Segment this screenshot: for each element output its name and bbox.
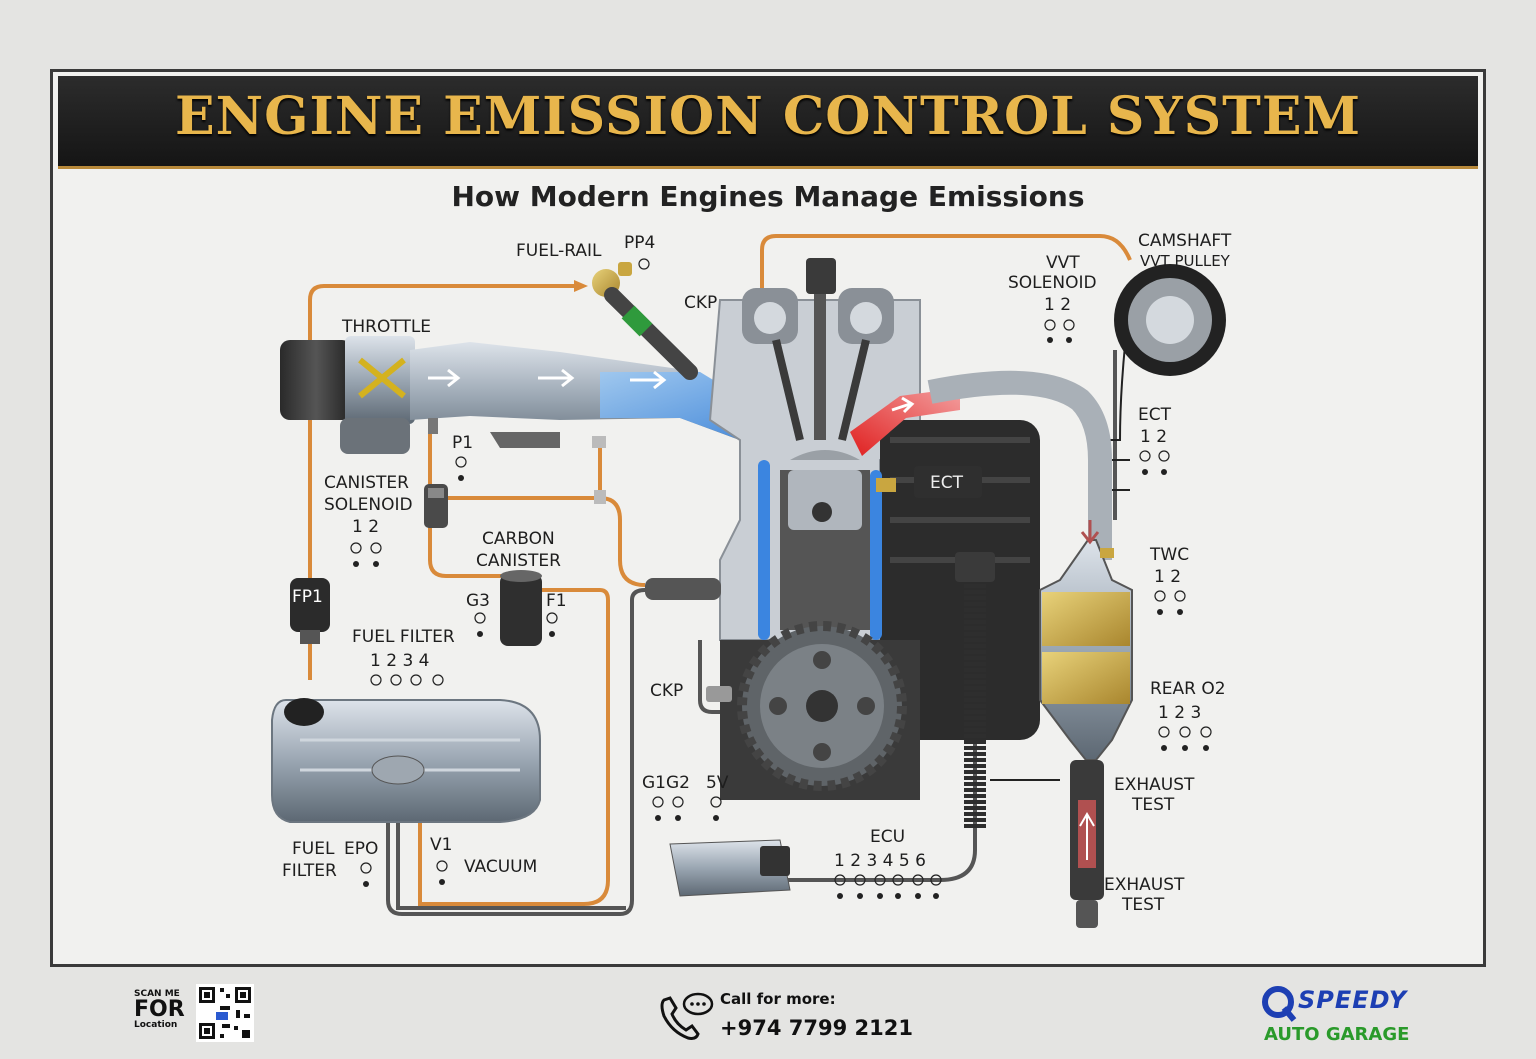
label-canister-solenoid-2: SOLENOID: [324, 495, 413, 515]
call-info: Call for more: +974 7799 2121: [658, 990, 913, 1046]
label-rear-o2: REAR O2: [1150, 679, 1226, 699]
brand-tagline: AUTO GARAGE: [1264, 1024, 1410, 1045]
label-fuel-filter: FUEL FILTER: [352, 627, 455, 647]
label-vvt-1: VVT: [1046, 253, 1080, 273]
qr-code-icon[interactable]: [196, 984, 254, 1042]
cylinder-head: [742, 258, 894, 441]
label-ckp-bottom: CKP: [650, 681, 683, 701]
label-fuel-rail: FUEL-RAIL: [516, 241, 602, 261]
vacuum-lines: [386, 350, 1117, 916]
brand-q-icon: [1262, 986, 1297, 1022]
ect-engine-sensor: [876, 466, 982, 498]
hose-tee: [955, 552, 995, 582]
canister-solenoid: [424, 484, 448, 528]
flow-arrow: [574, 280, 588, 292]
label-rear-o2-pins: 1 2 3: [1158, 703, 1201, 723]
crank-gear: [737, 621, 907, 791]
label-ckp-top: CKP: [684, 293, 717, 313]
page-subtitle: How Modern Engines Manage Emissions: [451, 180, 1085, 213]
qr-location-text: Location: [134, 1020, 178, 1030]
fuel-tank: [271, 698, 541, 823]
ecu-module: [669, 839, 791, 897]
qr-for-text: FOR: [134, 997, 185, 1022]
label-ect-right: ECT: [1138, 405, 1172, 425]
page-title: ENGINE EMISSION CONTROL SYSTEM: [174, 86, 1362, 147]
label-vacuum: VACUUM: [464, 857, 537, 877]
catalytic-converter: [1039, 520, 1133, 928]
exhaust-manifold: [927, 370, 1112, 560]
label-exhaust-test-mid-1: EXHAUST: [1114, 775, 1195, 795]
label-twc-pins: 1 2: [1154, 567, 1181, 587]
brand-logo: SPEEDY AUTO GARAGE: [1260, 984, 1420, 1046]
vacuum-connector: [645, 578, 721, 600]
label-ect-engine: ECT: [930, 473, 964, 493]
label-f1: F1: [546, 591, 567, 611]
phone-number[interactable]: +974 7799 2121: [720, 1016, 913, 1040]
phone-chat-icon: [660, 992, 714, 1040]
label-ect-right-pins: 1 2: [1140, 427, 1167, 447]
label-canister-pins: 1 2: [352, 517, 379, 537]
ckp-sensor-bottom: [706, 686, 732, 702]
call-label: Call for more:: [720, 990, 836, 1008]
label-p1: P1: [452, 433, 473, 453]
label-ecu-pins: 1 2 3 4 5 6: [834, 851, 926, 871]
label-camshaft-1: CAMSHAFT: [1138, 231, 1232, 251]
label-fuel-filter-bottom-2: FILTER: [282, 861, 337, 881]
fp1-pump: [290, 578, 330, 644]
label-fuel-filter-bottom-1: FUEL: [292, 839, 335, 859]
label-exhaust-test-bot-2: TEST: [1121, 895, 1165, 915]
pin-markers: [350, 258, 1212, 886]
label-camshaft-2: VVT PULLEY: [1140, 252, 1231, 270]
label-v1: V1: [430, 835, 452, 855]
label-twc: TWC: [1149, 545, 1189, 565]
throttle-body: [280, 336, 415, 454]
label-carbon-canister-2: CANISTER: [476, 551, 561, 571]
carbon-canister: [500, 570, 542, 646]
p1-sensor: [428, 418, 606, 504]
label-vvt-pins: 1 2: [1044, 295, 1071, 315]
label-fuel-filter-pins: 1 2 3 4: [370, 651, 429, 671]
label-throttle: THROTTLE: [341, 317, 431, 337]
label-exhaust-test-mid-2: TEST: [1131, 795, 1175, 815]
label-epo: EPO: [344, 839, 378, 859]
title-banner: ENGINE EMISSION CONTROL SYSTEM: [58, 76, 1478, 169]
exhaust-flow: [850, 388, 960, 456]
label-fp1: FP1: [292, 587, 323, 607]
qr-scan-text: SCAN ME: [134, 989, 180, 999]
label-ecu: ECU: [870, 827, 905, 847]
label-canister-solenoid-1: CANISTER: [324, 473, 409, 493]
brand-name: SPEEDY: [1298, 986, 1408, 1014]
camshaft-pulley: [1114, 264, 1226, 376]
exhaust-arrow: [891, 396, 915, 414]
label-exhaust-test-bot-1: EXHAUST: [1104, 875, 1185, 895]
label-carbon-canister-1: CARBON: [482, 529, 555, 549]
pin-dots: [353, 337, 1209, 899]
fuel-rail-injector: [592, 262, 698, 380]
label-g3: G3: [466, 591, 490, 611]
label-pp4: PP4: [624, 233, 655, 253]
label-g1g2: G1G2: [642, 773, 690, 793]
qr-caption: SCAN ME FOR Location: [134, 990, 192, 1030]
label-5v: 5V: [706, 773, 729, 793]
label-vvt-2: SOLENOID: [1008, 273, 1097, 293]
